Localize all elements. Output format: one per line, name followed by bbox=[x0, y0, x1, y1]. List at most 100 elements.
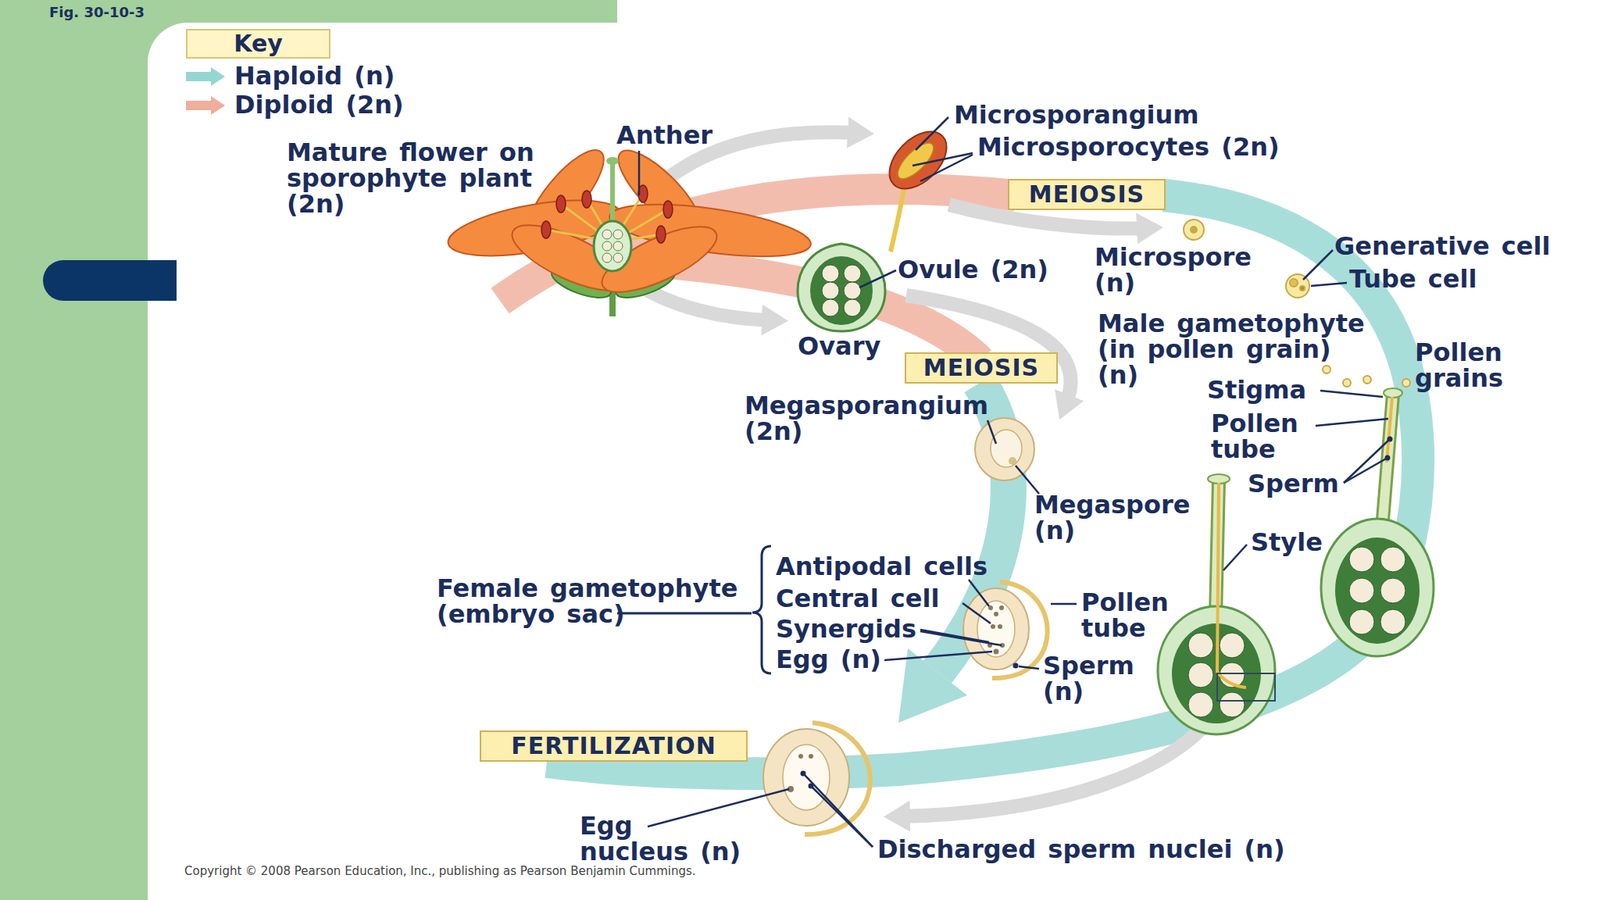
fertilization-drawing bbox=[798, 753, 804, 759]
flower-drawing bbox=[610, 162, 615, 227]
leader-line bbox=[884, 651, 993, 661]
ovary-drawing bbox=[797, 243, 886, 332]
ovule-drawing bbox=[975, 417, 1035, 481]
part-label: Ovule (2n) bbox=[897, 257, 1049, 283]
process-box: MEIOSIS bbox=[904, 352, 1058, 384]
part-label: Tube cell bbox=[1349, 266, 1477, 293]
leader-line bbox=[920, 631, 1002, 646]
flower-drawing bbox=[663, 200, 673, 218]
embryo-sac-drawing bbox=[963, 582, 1048, 679]
flower-drawing bbox=[602, 229, 623, 263]
part-label: Pollen grains bbox=[1414, 339, 1507, 392]
green-frame bbox=[147, 22, 188, 63]
legend-arrow bbox=[185, 96, 225, 115]
key-box: Key bbox=[185, 28, 331, 59]
haploid-band bbox=[546, 195, 1418, 774]
embryo-sac-drawing bbox=[1013, 663, 1019, 669]
leader-line bbox=[859, 270, 897, 288]
ovule-drawing bbox=[990, 429, 1022, 468]
part-label: Pollen tube bbox=[1210, 410, 1301, 463]
embryo-sac-drawing bbox=[993, 649, 1000, 655]
embryo-sac-drawing bbox=[993, 611, 999, 617]
fertilization-drawing bbox=[804, 722, 871, 835]
flower-drawing bbox=[602, 229, 612, 240]
pistil-drawing bbox=[1380, 609, 1406, 635]
leader-line bbox=[1320, 390, 1383, 397]
pistil-drawing bbox=[1321, 518, 1434, 657]
figure-number: Fig. 30-10-3 bbox=[49, 4, 145, 21]
ovary-drawing bbox=[821, 264, 840, 283]
process-box: FERTILIZATION bbox=[479, 730, 748, 762]
box-text: Key bbox=[233, 32, 283, 56]
green-frame bbox=[42, 260, 177, 301]
flower-drawing bbox=[546, 193, 668, 243]
flower-drawing bbox=[541, 185, 673, 243]
pistil-drawing bbox=[1349, 609, 1375, 635]
embryo-sac-drawing bbox=[999, 605, 1004, 611]
part-label: Generative cell bbox=[1334, 233, 1550, 260]
pollen-drawing bbox=[1322, 365, 1331, 374]
part-label: Synergids bbox=[775, 616, 917, 643]
part-label: Mature flower on sporophyte plant (2n) bbox=[286, 139, 537, 218]
legend-text: Diploid (2n) bbox=[234, 92, 404, 118]
embryo-sac-drawing bbox=[992, 582, 1048, 679]
legend-arrow bbox=[185, 67, 225, 86]
pistil-drawing bbox=[1349, 546, 1375, 572]
leader-line bbox=[968, 579, 990, 607]
green-frame bbox=[0, 0, 148, 900]
legend-swatch bbox=[185, 96, 225, 115]
embryo-sac-drawing bbox=[963, 588, 1029, 670]
pistil-drawing bbox=[1383, 388, 1403, 398]
pistil-drawing bbox=[1188, 662, 1214, 688]
flower-drawing bbox=[593, 214, 725, 306]
flower-drawing bbox=[606, 157, 619, 165]
process-box: MEIOSIS bbox=[1007, 178, 1166, 211]
legend-arrow bbox=[185, 96, 225, 115]
fertilization-drawing bbox=[787, 753, 815, 793]
pistil-drawing bbox=[1349, 546, 1406, 635]
process-arrow bbox=[906, 295, 1072, 403]
pollen-drawing bbox=[1363, 375, 1372, 384]
ovary-drawing bbox=[821, 264, 861, 317]
leader-line bbox=[1015, 465, 1040, 494]
flower-drawing bbox=[613, 253, 623, 263]
green-frame bbox=[0, 0, 618, 23]
pistil-drawing bbox=[1381, 394, 1393, 540]
leader-line bbox=[804, 775, 873, 847]
flower-drawing bbox=[556, 195, 566, 213]
pistil-drawing bbox=[1207, 474, 1230, 484]
ovary-drawing bbox=[797, 243, 886, 332]
bracket bbox=[752, 546, 772, 674]
pistil-drawing bbox=[1386, 396, 1393, 463]
part-label: Anther bbox=[616, 122, 713, 149]
box-text: FERTILIZATION bbox=[510, 734, 717, 758]
part-label: Pollen tube bbox=[1081, 589, 1172, 642]
process-arrow bbox=[902, 712, 1215, 817]
part-label: Sperm bbox=[1247, 471, 1340, 497]
flower-drawing bbox=[602, 241, 612, 251]
part-label: Antipodal cells bbox=[775, 553, 988, 580]
embryo-sac-drawing bbox=[997, 624, 1003, 629]
part-label: Egg (n) bbox=[775, 646, 882, 673]
pistil-drawing bbox=[1188, 692, 1214, 718]
leader-line bbox=[638, 150, 641, 196]
part-label: Megasporangium (2n) bbox=[744, 392, 992, 445]
microsporangium-drawing bbox=[878, 121, 958, 252]
pistil-drawing bbox=[1321, 388, 1434, 657]
flower-drawing bbox=[602, 253, 612, 263]
pistil-drawing bbox=[1217, 673, 1275, 701]
leader-line bbox=[1018, 666, 1040, 669]
flower-drawing bbox=[541, 221, 551, 239]
pistil-drawing bbox=[1188, 632, 1214, 658]
part-label: Egg nucleus (n) bbox=[579, 813, 744, 865]
leader-line bbox=[647, 789, 790, 827]
leader-line bbox=[915, 117, 949, 150]
part-label: Microsporocytes (2n) bbox=[977, 134, 1280, 161]
ovary-drawing bbox=[810, 256, 873, 325]
pistil-drawing bbox=[1219, 692, 1245, 718]
pollen-drawing bbox=[1183, 219, 1204, 240]
leader-line bbox=[962, 603, 991, 624]
box-text: MEIOSIS bbox=[923, 356, 1040, 380]
